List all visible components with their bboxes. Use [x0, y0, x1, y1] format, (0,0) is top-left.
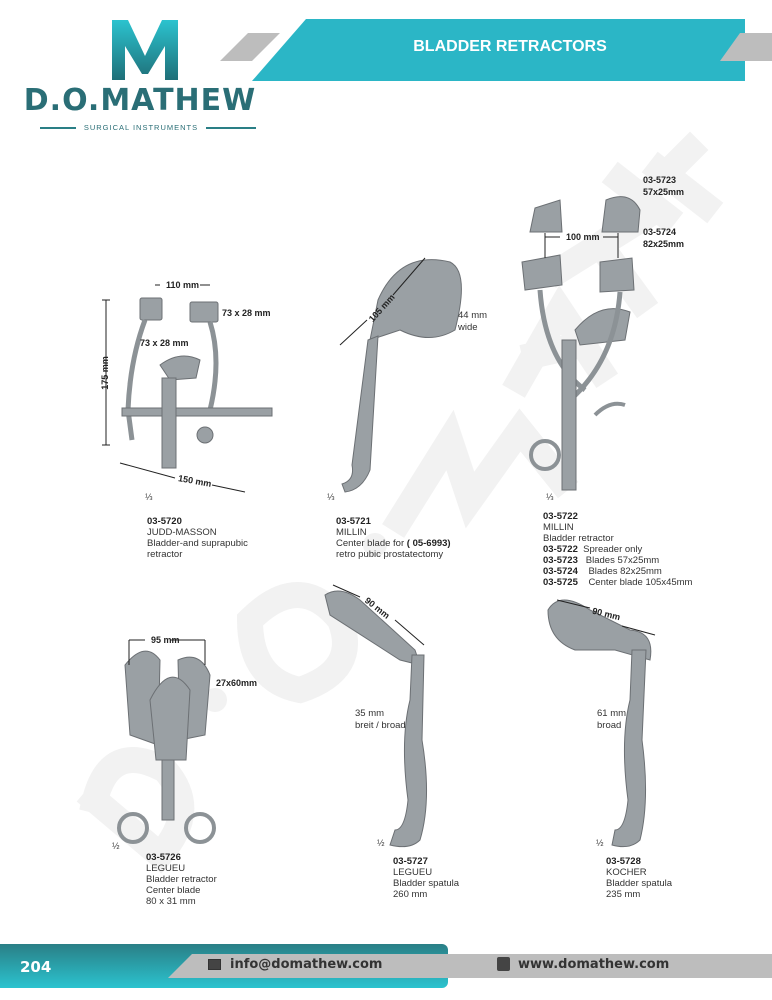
website-icon	[497, 957, 510, 971]
product-desc: 235 mm	[606, 889, 641, 900]
legueu-bladder-retractor-image	[117, 650, 216, 844]
dim-label: 27x60mm	[216, 678, 258, 688]
dim-label: 73 x 28 mm	[222, 308, 271, 318]
dim-label: 175 mm	[99, 356, 110, 390]
page-title: BLADDER RETRACTORS	[413, 38, 607, 55]
blade-code: 03-5723	[643, 175, 677, 185]
product-03-5722: 03-5722 MILLIN Bladder retractor 03-5722…	[543, 511, 692, 588]
variant-text: Center blade 105x45mm	[588, 577, 693, 588]
scale-mark: ⅓	[327, 492, 335, 502]
millin-center-blade-image	[341, 259, 462, 493]
scale-mark: ½	[377, 838, 385, 848]
product-03-5720: 03-5720 JUDD-MASSON Bladder-and suprapub…	[147, 516, 248, 560]
footer: 204 info@domathew.com www.domathew.com	[0, 944, 772, 990]
product-ref: ( 05-6993)	[406, 538, 451, 549]
variant-text: Blades 82x25mm	[588, 566, 662, 577]
product-03-5721: 03-5721 MILLIN Center blade for ( 05-699…	[336, 516, 451, 560]
product-03-5727: 03-5727 LEGUEU Bladder spatula 260 mm	[393, 856, 459, 900]
blade-size: 82x25mm	[643, 239, 685, 249]
product-code: 03-5726	[146, 852, 181, 863]
judd-masson-retractor-image	[121, 297, 273, 469]
brand-tagline: SURGICAL INSTRUMENTS	[83, 123, 199, 132]
variant-code: 03-5724	[543, 566, 578, 577]
scale-mark: ⅓	[145, 492, 153, 502]
product-code: 03-5721	[336, 516, 371, 527]
logo-mark-icon	[40, 20, 256, 129]
scale-mark: ½	[112, 841, 120, 851]
variant-code: 03-5723	[543, 555, 578, 566]
instrument-illustrations	[102, 196, 656, 848]
product-code: 03-5722	[543, 511, 578, 522]
dim-label: 95 mm	[151, 635, 180, 645]
email-icon	[208, 959, 221, 970]
dimension-lines	[102, 233, 656, 665]
product-name: JUDD-MASSON	[147, 527, 217, 538]
product-code: 03-5728	[606, 856, 641, 867]
product-name: LEGUEU	[146, 863, 186, 874]
scale-mark: ½	[596, 838, 604, 848]
email-link[interactable]: info@domathew.com	[230, 957, 383, 972]
product-desc: retractor	[147, 549, 183, 560]
product-desc: Center blade for	[336, 538, 407, 549]
website-link[interactable]: www.domathew.com	[518, 957, 670, 972]
dim-label: 73 x 28 mm	[140, 338, 189, 348]
product-name: LEGUEU	[393, 867, 433, 878]
product-code: 03-5720	[147, 516, 182, 527]
dim-label: 44 mm	[458, 310, 488, 321]
brand-name: D.O.MATHEW	[23, 83, 257, 118]
product-desc: Bladder retractor	[146, 874, 217, 885]
dim-label: 100 mm	[566, 232, 600, 242]
dim-label: breit / broad	[355, 720, 406, 731]
legueu-bladder-spatula-image	[324, 590, 428, 848]
product-code: 03-5727	[393, 856, 428, 867]
variant-text: Spreader only	[583, 544, 643, 555]
logo: D.O.MATHEW SURGICAL INSTRUMENTS	[20, 10, 260, 135]
blade-size: 57x25mm	[643, 187, 685, 197]
dim-label: 35 mm	[355, 708, 385, 719]
blade-code: 03-5724	[643, 227, 677, 237]
product-desc: Bladder spatula	[606, 878, 673, 889]
product-desc: 260 mm	[393, 889, 428, 900]
variant-code: 03-5722	[543, 544, 578, 555]
product-03-5728: 03-5728 KOCHER Bladder spatula 235 mm	[606, 856, 672, 900]
product-name: KOCHER	[606, 867, 647, 878]
millin-bladder-retractor-image	[521, 196, 641, 491]
kocher-bladder-spatula-image	[547, 599, 652, 848]
product-desc: Bladder retractor	[543, 533, 614, 544]
variant-code: 03-5725	[543, 577, 578, 588]
scale-mark: ⅓	[546, 492, 554, 502]
product-name: MILLIN	[543, 522, 574, 533]
dim-label: 110 mm	[166, 280, 200, 290]
product-name: MILLIN	[336, 527, 367, 538]
product-desc: Bladder-and suprapubic	[147, 538, 248, 549]
page-number: 204	[20, 958, 52, 976]
product-desc: Bladder spatula	[393, 878, 460, 889]
product-03-5726: 03-5726 LEGUEU Bladder retractor Center …	[146, 852, 217, 907]
product-desc: Center blade	[146, 885, 201, 896]
dim-label: 61 mm	[597, 708, 627, 719]
dim-label: wide	[458, 322, 478, 333]
dim-label: broad	[597, 720, 622, 731]
variant-text: Blades 57x25mm	[585, 555, 660, 566]
product-desc: retro pubic prostatectomy	[336, 549, 444, 560]
product-desc: 80 x 31 mm	[146, 896, 196, 907]
header-banner	[220, 19, 772, 81]
